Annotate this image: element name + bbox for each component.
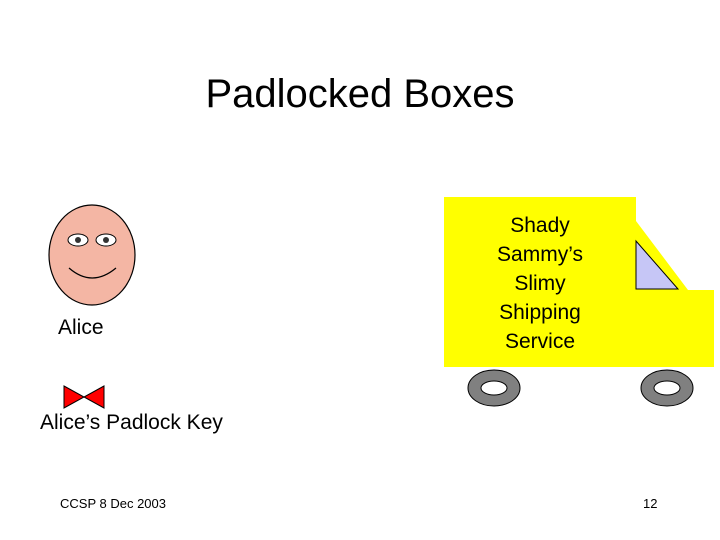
page-number: 12	[643, 496, 658, 511]
truck-cargo-box	[444, 197, 636, 367]
face-outline	[48, 204, 136, 306]
padlock-key-icon	[63, 385, 105, 409]
truck-text-line: Shipping	[499, 301, 581, 324]
slide-title: Padlocked Boxes	[205, 72, 515, 116]
truck-cab	[636, 221, 714, 367]
truck-text-line: Slimy	[514, 272, 566, 295]
padlock-key-label: Alice’s Padlock Key	[40, 411, 223, 434]
truck-text-line: Sammy’s	[497, 243, 583, 266]
truck-icon	[444, 197, 714, 407]
alice-face-icon	[48, 204, 136, 306]
truck-text: Shady Sammy’s Slimy Shipping Service	[446, 211, 634, 356]
footer-left: CCSP 8 Dec 2003	[60, 496, 166, 511]
smile	[68, 267, 117, 279]
truck-text-line: Shady	[510, 214, 570, 237]
alice-label: Alice	[58, 316, 104, 339]
truck-window	[635, 239, 680, 290]
truck-text-line: Service	[504, 330, 576, 353]
